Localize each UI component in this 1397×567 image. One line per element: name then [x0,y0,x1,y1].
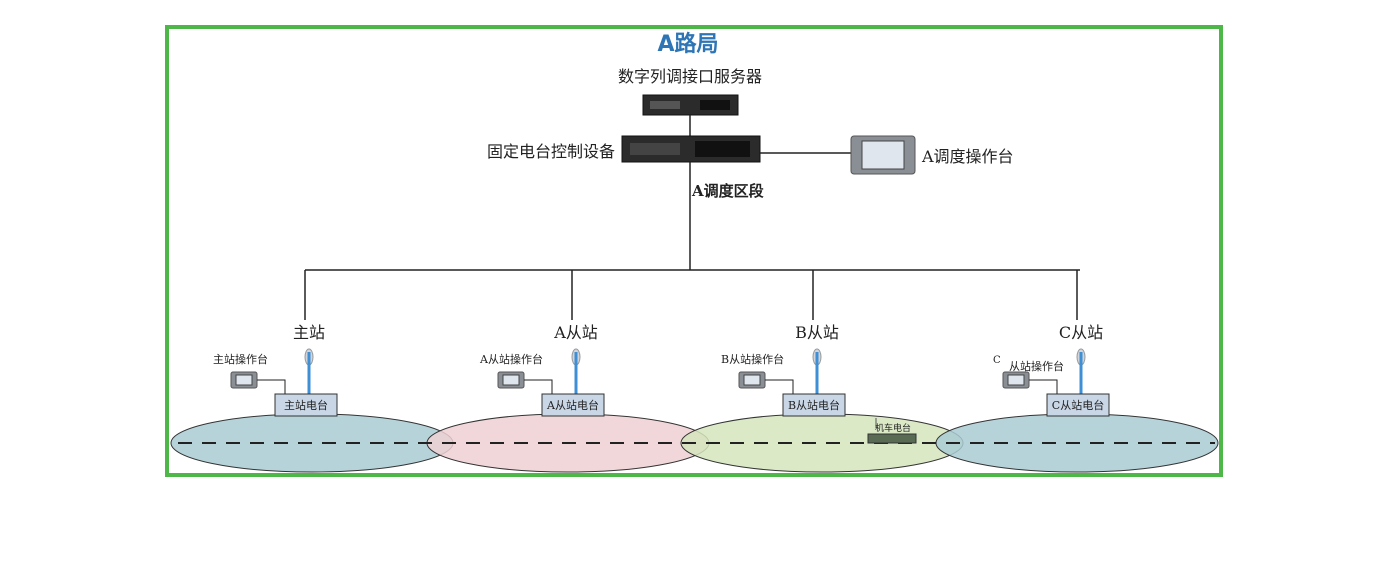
antenna-icon [1076,348,1086,394]
server-icon [642,94,739,116]
radio-box [782,393,846,417]
station-console-icon [230,371,258,389]
region-border [165,25,1223,477]
antenna-icon [812,348,822,394]
console-label: A从站操作台 [479,352,543,366]
station-name: B从站 [795,323,839,342]
console-wire [1029,379,1058,394]
control-device-icon [621,135,761,163]
coverage-zone-3 [680,413,964,473]
locomotive-icon [867,418,917,444]
station-console-icon [738,371,766,389]
console-label: A调度操作台 [921,147,1014,166]
station-4: C从站 C从站电台 从站操作台 C [993,270,1110,417]
station-name: C从站 [1059,323,1103,342]
control-label: 固定电台控制设备 [487,142,615,161]
radio-label: C从站电台 [1052,398,1104,412]
station-name: A从站 [553,323,598,342]
region-title: A路局 [657,31,718,57]
radio-label: 主站电台 [284,398,328,412]
console-prefix: C [993,355,1001,366]
locomotive-label: 机车电台 [875,422,911,434]
station-console-icon [497,371,525,389]
radio-box [274,393,338,417]
radio-box [1046,393,1110,417]
antenna-icon [571,348,581,394]
console-wire [524,379,553,394]
console-wire [765,379,794,394]
server-label: 数字列调接口服务器 [618,67,762,86]
station-2: A从站 A从站电台 A从站操作台 [479,270,605,417]
console-label: B从站操作台 [721,352,784,366]
section-label: A调度区段 [691,182,764,200]
console-wire [257,379,286,394]
station-3: B从站 B从站电台 B从站操作台 [721,270,846,417]
antenna-icon [304,348,314,394]
dispatch-console-icon [850,135,916,175]
console-label: 从站操作台 [1009,359,1064,373]
station-console-icon [1002,371,1030,389]
radio-label: A从站电台 [546,398,599,412]
console-label: 主站操作台 [213,352,268,366]
radio-label: B从站电台 [788,398,840,412]
station-name: 主站 [293,323,325,342]
radio-box [541,393,605,417]
